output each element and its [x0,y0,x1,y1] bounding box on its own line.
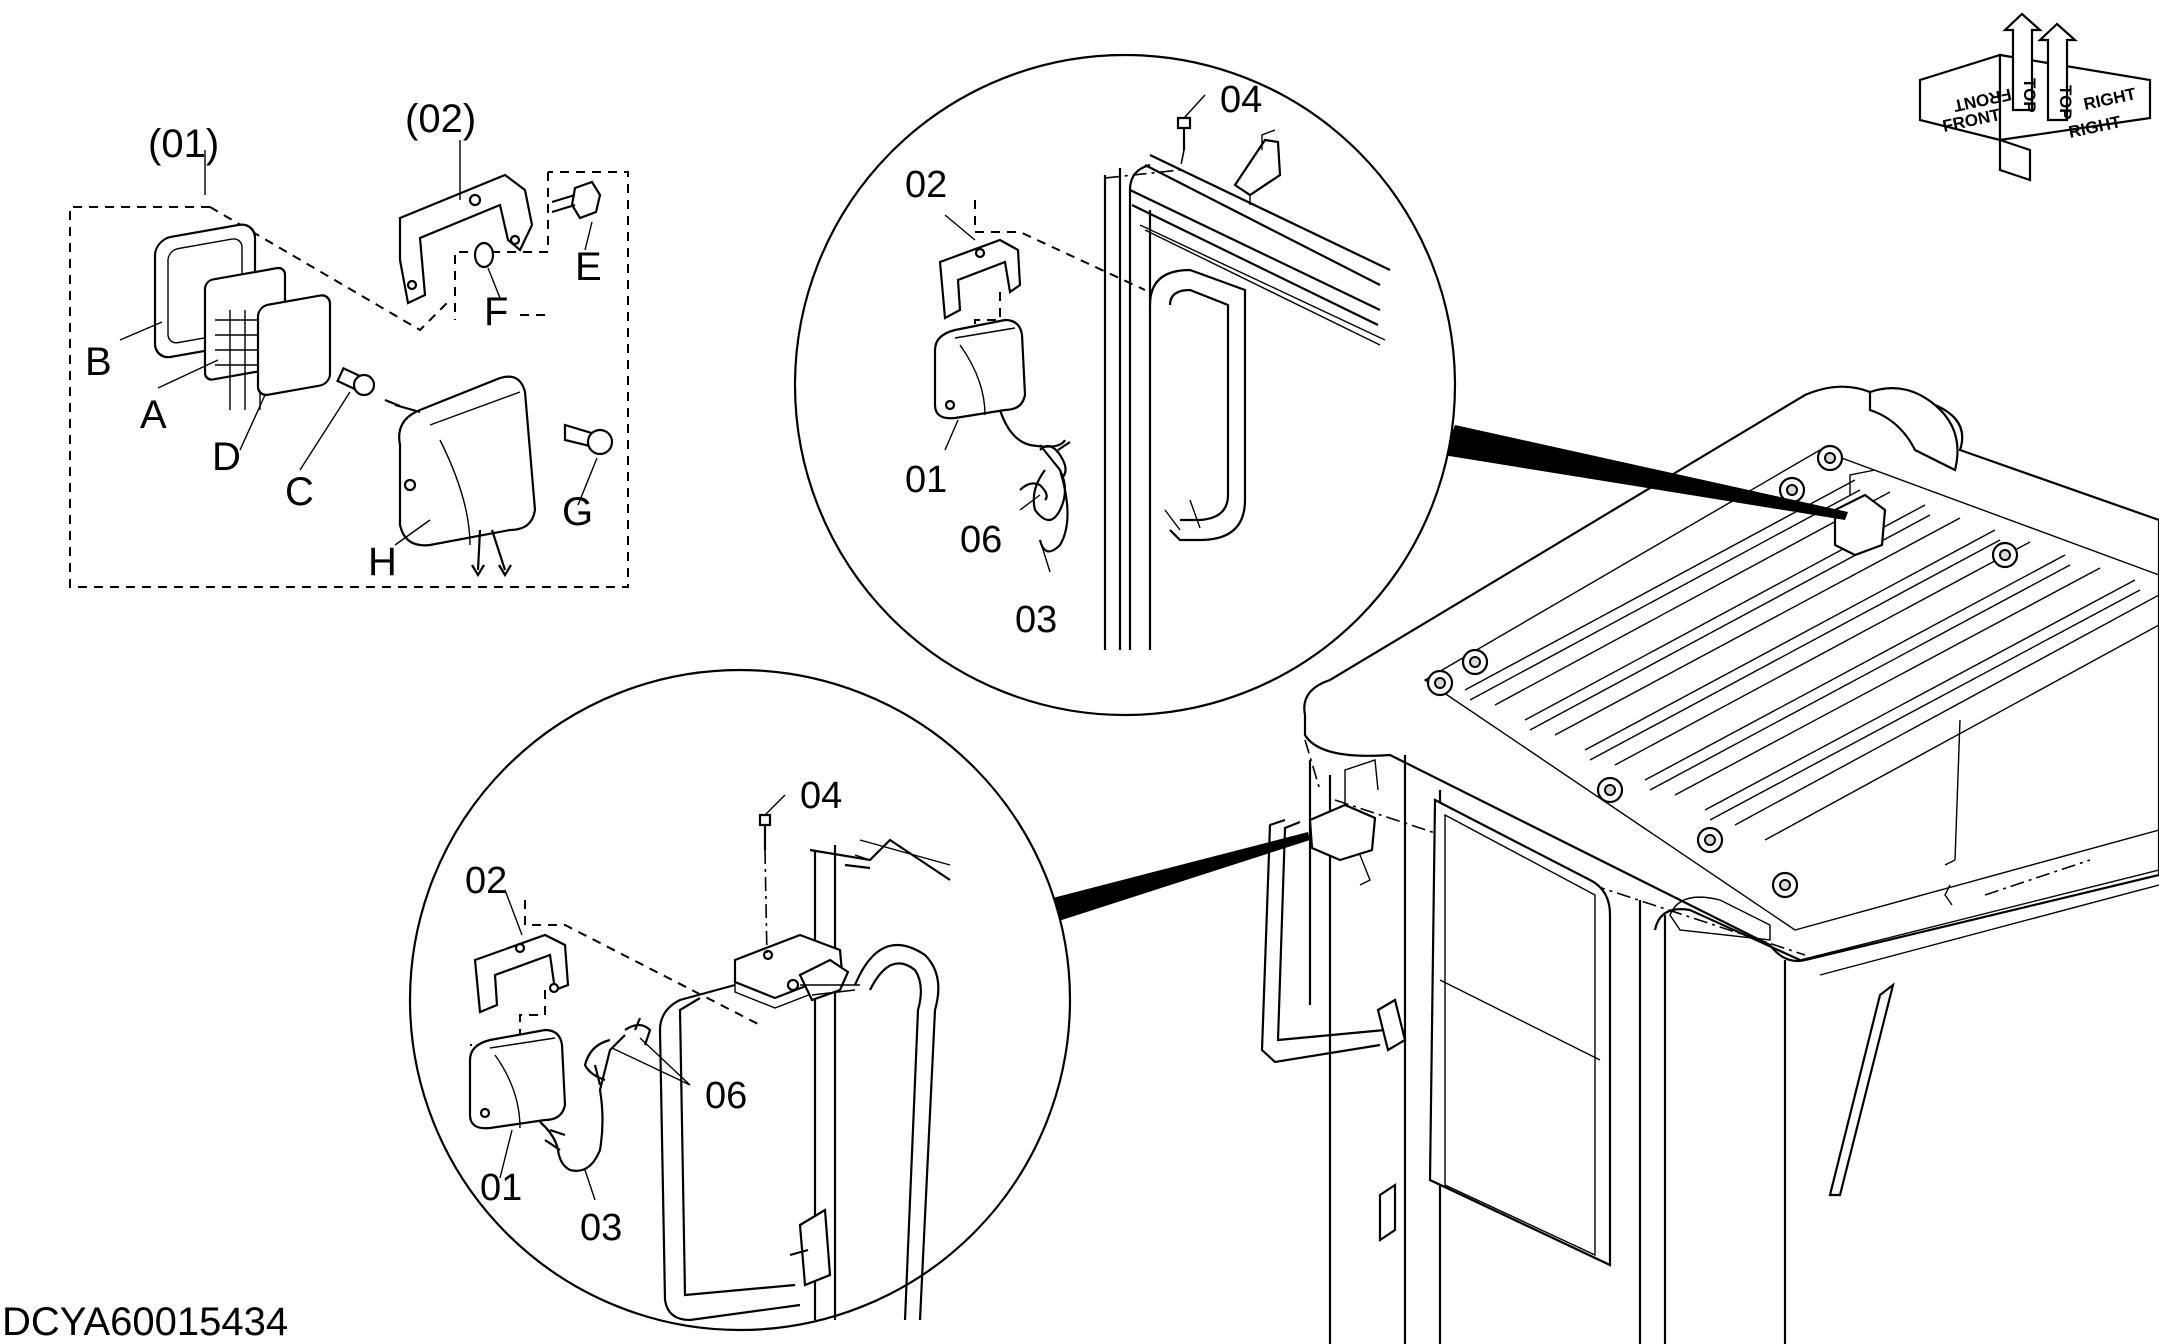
label-bracket-02: (02) [405,97,476,141]
cab-roof-lamp [1833,469,1887,557]
top-label-01: 01 [905,459,947,501]
label-part-e: E [575,245,602,289]
orientation-top-mirror-label: TOP [2056,85,2075,120]
drawing-code: DCYA60015434 [2,1300,288,1344]
orientation-top-label: TOP [2020,78,2039,113]
label-part-d: D [212,435,241,479]
cab-overview [1260,385,2159,1344]
label-part-a: A [140,393,167,437]
detail-circle-bottom: 04 02 06 01 03 [408,668,1072,1332]
part-e-bolt [551,180,602,220]
part-c-screw [336,366,376,397]
orientation-indicator: FRONT TOP RIGHT TOP FRONT RIGHT [1918,12,2152,182]
top-label-06: 06 [960,519,1002,561]
bottom-label-04: 04 [800,775,842,817]
wedge-bottom-detail [1037,832,1310,928]
roof-bosses [1426,444,2019,899]
label-part-c: C [285,470,314,514]
part-02-bracket [398,173,534,305]
detail-circle-top: 04 02 01 06 03 [793,53,1457,717]
top-label-04: 04 [1220,79,1262,121]
top-label-02: 02 [905,164,947,206]
cab-front-lamp [1308,759,1379,886]
label-assembly-01: (01) [148,122,219,166]
part-f-washer [473,241,495,269]
bottom-label-06: 06 [705,1075,747,1117]
part-d-gasket [256,294,332,397]
roof-ribs [1464,479,2159,841]
label-part-h: H [368,540,397,584]
bottom-label-03: 03 [580,1207,622,1249]
part-g-screw [563,423,614,456]
label-part-f: F [484,290,508,334]
exploded-view: (01) (02) A B C D E F G H [69,97,629,588]
top-label-03: 03 [1015,599,1057,641]
label-part-g: G [562,490,593,534]
wedge-top-detail [1443,425,1848,520]
label-part-b: B [85,340,112,384]
bottom-label-02: 02 [465,860,507,902]
part-h-lamp-body [384,375,537,578]
bottom-label-01: 01 [480,1167,522,1209]
